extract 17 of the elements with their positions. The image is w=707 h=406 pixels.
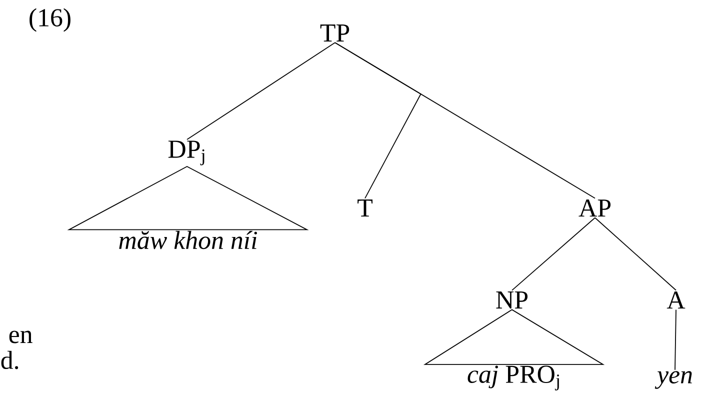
category-label: DP$_{j}$ <box>168 140 204 166</box>
tree-branch <box>186 42 336 140</box>
tree-branch <box>674 309 676 370</box>
tree-branch <box>334 42 596 199</box>
category-label: TP <box>320 24 350 42</box>
category-label: AP <box>578 199 611 217</box>
terminal-text: caj PRO$_{j}$ <box>468 366 559 390</box>
example-text: (16) <box>30 8 70 32</box>
example-text: d. <box>1 350 18 370</box>
category-label: yen <box>654 371 692 389</box>
category-label: T <box>358 200 372 216</box>
tree-branch <box>512 217 596 291</box>
example-text: en <box>9 330 32 344</box>
category-label: A <box>666 291 686 309</box>
tree-branch <box>594 217 676 291</box>
category-label: NP <box>496 292 528 308</box>
terminal-text: măw khon níi <box>119 230 257 250</box>
